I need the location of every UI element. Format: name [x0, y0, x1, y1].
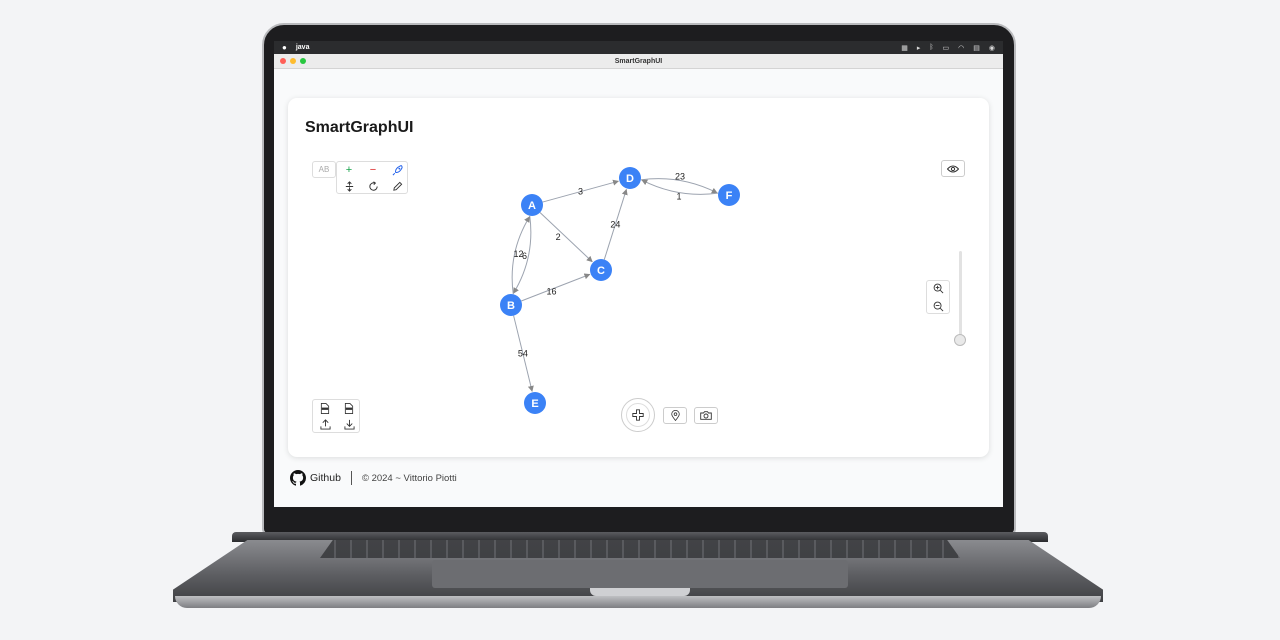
laptop-hinge: [232, 532, 1048, 542]
system-tray: ▦ ▸ ᛒ ▭ ◠ ▤ ◉: [901, 44, 995, 52]
camera-icon: [700, 411, 712, 420]
zoom-controls: [926, 280, 950, 314]
apple-icon[interactable]: ●: [282, 43, 287, 52]
rocket-icon[interactable]: [385, 162, 409, 178]
import-export-controls: [312, 399, 360, 433]
json-file-icon[interactable]: [337, 400, 361, 416]
screen-record-icon[interactable]: ▦: [901, 44, 908, 52]
page-footer: Github © 2024 ~ Vittorio Piotti: [290, 470, 457, 486]
center-graph-button[interactable]: [663, 407, 687, 424]
edge-weight-label: 16: [547, 287, 557, 297]
minimize-window-button[interactable]: [290, 58, 296, 64]
toggle-labels-button[interactable]: AB: [312, 161, 336, 178]
zoom-slider-thumb[interactable]: [954, 334, 966, 346]
pan-control[interactable]: [621, 398, 655, 432]
eye-icon: [947, 165, 959, 172]
laptop-base-lip: [175, 596, 1101, 608]
remove-vertex-button[interactable]: −: [369, 164, 377, 176]
play-icon[interactable]: ▸: [916, 44, 921, 52]
graph-vertex-d[interactable]: [619, 167, 641, 189]
window-title: SmartGraphUI: [614, 57, 663, 65]
graph-edge-c-d[interactable]: [603, 188, 628, 260]
laptop-screen: ● java ▦ ▸ ᛒ ▭ ◠ ▤ ◉ SmartGraphUI Smart: [274, 41, 1003, 507]
edge-weight-label: 1: [676, 191, 681, 201]
graph-vertex-e[interactable]: [524, 392, 546, 414]
copyright-text: © 2024 ~ Vittorio Piotti: [361, 472, 457, 484]
graph-vertex-f[interactable]: [718, 184, 740, 206]
macos-menubar: ● java ▦ ▸ ᛒ ▭ ◠ ▤ ◉: [274, 41, 1003, 54]
laptop-notch: [590, 588, 690, 596]
edge-weight-label: 12: [514, 249, 524, 259]
graph-edge-d-f[interactable]: [640, 178, 718, 194]
edge-weight-label: 23: [675, 172, 685, 182]
vertex-label: E: [531, 398, 538, 410]
github-icon: [290, 470, 306, 486]
edge-weight-label: 54: [518, 349, 528, 359]
graph-edge-f-d[interactable]: [641, 179, 719, 195]
edge-weight-label: 2: [556, 232, 561, 242]
laptop-trackpad: [432, 560, 848, 588]
location-pin-icon: [670, 410, 680, 421]
pencil-icon[interactable]: [385, 178, 409, 194]
bluetooth-icon[interactable]: ᛒ: [929, 43, 934, 51]
visibility-toggle-button[interactable]: [941, 160, 965, 177]
vertex-label: A: [528, 200, 536, 212]
close-window-button[interactable]: [280, 58, 286, 64]
add-vertex-button[interactable]: +: [345, 164, 353, 176]
graph-edge-a-b[interactable]: [513, 215, 532, 294]
traffic-lights: [280, 58, 306, 64]
refresh-icon[interactable]: [361, 178, 385, 194]
siri-icon[interactable]: ◉: [988, 44, 995, 52]
page-title: SmartGraphUI: [305, 119, 414, 136]
graph-edge-b-e[interactable]: [513, 315, 534, 392]
json-file-icon[interactable]: [313, 400, 337, 416]
graph-vertex-a[interactable]: [521, 194, 543, 216]
graph-toolbar: + −: [336, 161, 408, 194]
wifi-icon[interactable]: ◠: [958, 44, 965, 52]
graph-vertex-c[interactable]: [590, 259, 612, 281]
edge-weight-label: 3: [578, 187, 583, 197]
window-titlebar: SmartGraphUI: [274, 54, 1003, 69]
battery-icon[interactable]: ▭: [942, 44, 950, 52]
laptop-keyboard: [320, 540, 960, 558]
download-icon[interactable]: [337, 416, 361, 432]
screenshot-button[interactable]: [694, 407, 718, 424]
spread-icon[interactable]: [337, 178, 361, 194]
edge-weight-label: 24: [610, 219, 620, 229]
maximize-window-button[interactable]: [300, 58, 306, 64]
zoom-out-icon[interactable]: [933, 299, 944, 317]
edge-weight-label: 6: [522, 251, 527, 261]
graph-vertex-b[interactable]: [500, 294, 522, 316]
graph-edge-b-c[interactable]: [521, 273, 591, 302]
graph-edge-a-d[interactable]: [542, 179, 620, 203]
control-center-icon[interactable]: ▤: [973, 44, 980, 52]
graph-edge-a-c[interactable]: [539, 212, 593, 263]
zoom-slider-track[interactable]: [959, 251, 962, 339]
graph-card: SmartGraphUI AB + −: [288, 98, 989, 457]
menubar-app-name[interactable]: java: [295, 44, 310, 51]
vertex-label: D: [626, 173, 634, 185]
move-icon: [626, 403, 650, 427]
vertex-label: F: [726, 190, 733, 202]
zoom-in-icon[interactable]: [933, 281, 944, 299]
github-link[interactable]: Github: [290, 470, 341, 486]
github-label: Github: [310, 472, 341, 484]
upload-icon[interactable]: [313, 416, 337, 432]
graph-edge-b-a[interactable]: [511, 216, 530, 295]
vertex-label: C: [597, 265, 605, 277]
footer-divider: [350, 471, 352, 485]
vertex-label: B: [507, 300, 515, 312]
